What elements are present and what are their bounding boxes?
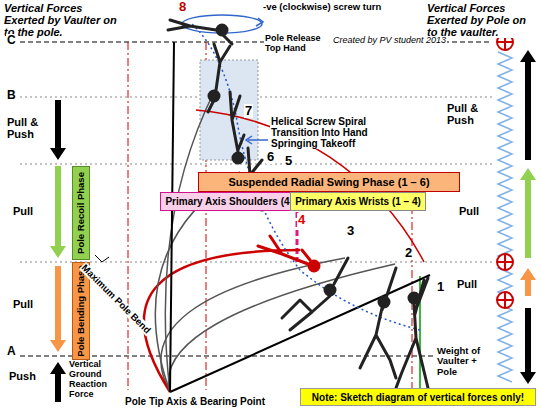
annotation-label: Vertical Ground Reaction Force bbox=[68, 360, 126, 400]
callout-number: 3 bbox=[346, 224, 355, 238]
callout-number: 1 bbox=[436, 280, 445, 294]
annotation-label: Created by PV student 2013 bbox=[332, 36, 447, 46]
callout-number: 2 bbox=[404, 246, 413, 260]
spring-coil bbox=[498, 52, 512, 382]
phase-label: Primary Axis Wrists (1 – 4) bbox=[295, 196, 421, 207]
force-points bbox=[497, 34, 513, 308]
callout-number: 7 bbox=[244, 104, 253, 118]
annotation-label: Pull & Push bbox=[6, 116, 48, 140]
annotation-label: Pull bbox=[12, 298, 34, 310]
callout-number: B bbox=[6, 89, 17, 102]
callout-number: 4 bbox=[297, 213, 306, 227]
annotation-label: Pole Tip Axis & Bearing Point bbox=[124, 396, 266, 407]
callout-number: 8 bbox=[178, 0, 187, 14]
annotation-label: Vertical Forces Exerted by Pole on to th… bbox=[426, 2, 540, 38]
phase-label: Pole Recoil Phase bbox=[76, 172, 86, 254]
annotation-label: Pull & Push bbox=[446, 102, 494, 126]
annotation-label: Pull bbox=[456, 278, 478, 290]
guide-lines bbox=[20, 42, 492, 390]
annotation-label: Weight of Vaulter + Pole bbox=[436, 346, 496, 377]
phase-label: Primary Axis Shoulders (4 – 8) bbox=[165, 196, 309, 207]
annotation-label: Pull bbox=[12, 205, 34, 217]
force-arrows-right bbox=[520, 50, 536, 384]
annotation-label: -ve (clockwise) screw turn bbox=[262, 2, 382, 12]
annotation-label: Helical Screw Spiral Transition Into Han… bbox=[270, 116, 404, 149]
phase-box: Primary Axis Wrists (1 – 4) bbox=[290, 192, 426, 211]
annotation-label: Push bbox=[8, 370, 37, 382]
phase-label: Pole Bending Phase bbox=[76, 265, 86, 356]
phase-box: Suspended Radial Swing Phase (1 – 6) bbox=[198, 172, 460, 192]
callout-number: 6 bbox=[266, 150, 275, 164]
annotation-label: Pole Release Top Hand bbox=[264, 34, 332, 54]
phase-box: Note: Sketch diagram of vertical forces … bbox=[300, 388, 536, 406]
annotation-label: Pull bbox=[458, 205, 480, 217]
screw-turn-arrow bbox=[182, 15, 268, 144]
force-arrows-left bbox=[50, 100, 66, 402]
callout-number: C bbox=[6, 34, 17, 47]
phase-label: Note: Sketch diagram of vertical forces … bbox=[312, 392, 524, 403]
phase-band: Pole Recoil Phase bbox=[72, 166, 90, 260]
annotation-label: Vertical Forces Exerted by Vaulter on to… bbox=[3, 2, 123, 38]
phase-label: Suspended Radial Swing Phase (1 – 6) bbox=[228, 176, 429, 188]
callout-number: 5 bbox=[284, 154, 293, 168]
callout-number: A bbox=[6, 345, 17, 358]
